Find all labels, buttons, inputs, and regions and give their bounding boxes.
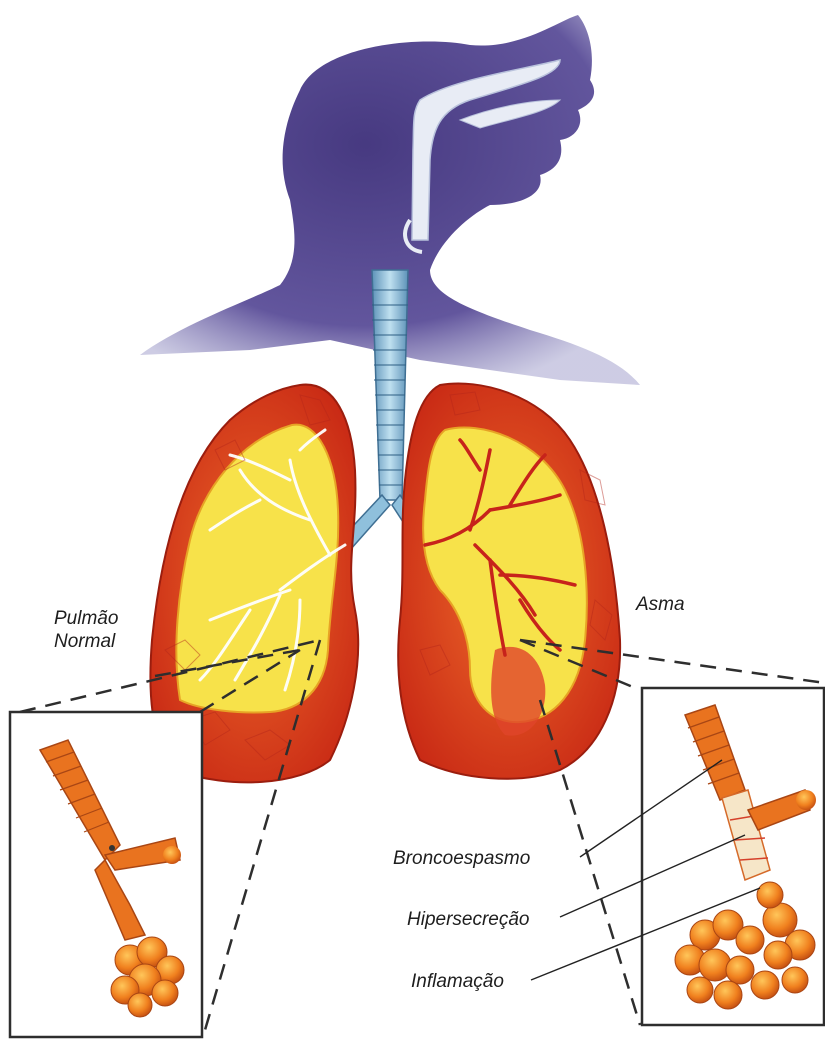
label-normal-lung-line2: Normal	[54, 630, 118, 653]
normal-bronchiole-inset	[10, 712, 202, 1037]
label-normal-lung-line1: Pulmão	[54, 607, 118, 630]
label-hypersecretion: Hipersecreção	[407, 908, 530, 931]
asthma-bronchiole-inset	[642, 688, 824, 1025]
label-asthma: Asma	[636, 593, 685, 616]
asthma-lung	[398, 383, 620, 778]
label-bronchospasm: Broncoespasmo	[393, 847, 530, 870]
label-inflammation: Inflamação	[411, 970, 504, 993]
label-normal-lung: Pulmão Normal	[54, 607, 118, 653]
